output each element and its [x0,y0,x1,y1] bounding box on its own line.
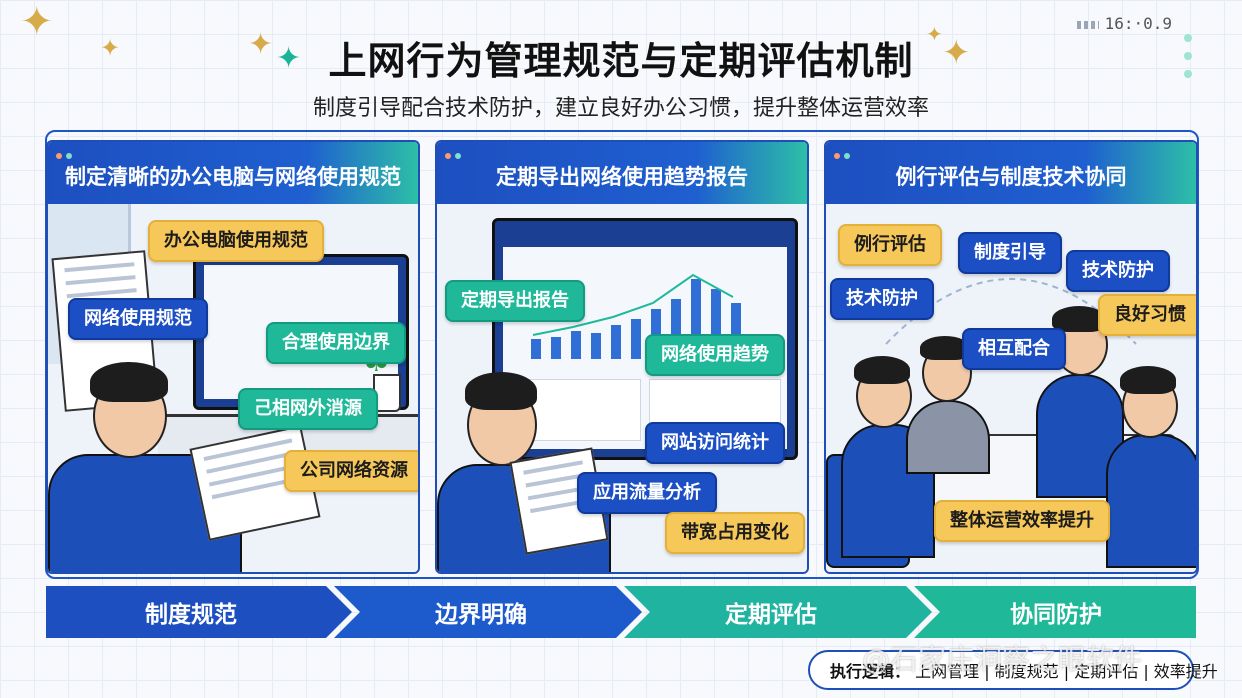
tag-cooperate: 相互配合 [962,328,1066,370]
tag-site-stats: 网站访问统计 [645,422,785,464]
panel-header: 制定清晰的办公电脑与网络使用规范 [48,142,418,204]
tag-good-habit: 良好习惯 [1098,294,1196,336]
panel-title: 定期导出网络使用趋势报告 [496,165,748,189]
meeting-illustration: 例行评估 制度引导 技术防护 技术防护 良好习惯 相互配合 整体运营效率提升 [826,204,1196,572]
panel-title: 制定清晰的办公电脑与网络使用规范 [65,165,401,189]
execution-logic-bar: 执行逻辑： 上网管理 | 制度规范 | 定期评估 | 效率提升 [808,650,1218,690]
sparkle-icon: ✦ [926,22,943,46]
tag-efficiency: 整体运营效率提升 [934,500,1110,542]
panel-trend-report: 定期导出网络使用趋势报告 [435,140,809,574]
step-policy: 制度规范 [145,602,237,628]
step-protect: 协同防护 [1010,602,1102,628]
footer-text: 上网管理 | 制度规范 | 定期评估 | 效率提升 [915,662,1218,681]
sparkle-icon: ✦ [100,34,121,62]
step-assess: 定期评估 [725,602,817,628]
panel-usage-policy: 制定清晰的办公电脑与网络使用规范 ♣ 办公电脑使用规范 网络使用规范 合理使用边… [46,140,420,574]
sparkle-icon: ✦ [248,27,274,62]
tag-policy-guide: 制度引导 [958,232,1062,274]
sparkle-icon: ✦ [276,41,302,76]
tag-network-policy: 网络使用规范 [68,298,208,340]
sparkle-icon: ✦ [942,33,971,73]
page-title: 上网行为管理规范与定期评估机制 [328,39,914,83]
tag-pc-policy: 办公电脑使用规范 [148,220,324,262]
footer-label: 执行逻辑： [830,662,911,681]
tag-usage-boundary: 合理使用边界 [266,322,406,364]
dots-decoration [1184,34,1194,88]
page-subtitle: 制度引导配合技术防护，建立良好办公习惯，提升整体运营效率 [312,96,929,121]
tag-routine-assess: 例行评估 [838,224,942,266]
clock: 16:·0.9 [1076,14,1172,33]
tag-tech-protect-2: 技术防护 [830,278,934,320]
tag-tech-protect: 技术防护 [1066,250,1170,292]
step-boundary: 边界明确 [435,602,527,628]
tag-bandwidth: 带宽占用变化 [665,512,805,554]
tag-blurred: 己相网外消源 [238,388,378,430]
tag-export-report: 定期导出报告 [445,280,585,322]
step-arrows [46,586,1196,638]
panel-header: 例行评估与制度技术协同 [826,142,1196,204]
office-illustration: ♣ 办公电脑使用规范 网络使用规范 合理使用边界 己相网外消源 公司网络资源 [48,204,418,572]
sparkle-icon: ✦ [20,0,54,45]
tag-usage-trend: 网络使用趋势 [645,334,785,376]
panel-title: 例行评估与制度技术协同 [895,165,1127,189]
report-illustration: 定期导出报告 网络使用趋势 网站访问统计 应用流量分析 带宽占用变化 [437,204,807,572]
panel-assessment: 例行评估与制度技术协同 例行评估 制度引导 技术防护 [824,140,1198,574]
tag-app-traffic: 应用流量分析 [577,472,717,514]
signal-icon [1076,20,1099,29]
watermark: @石家庄洞察之眼软件 [862,643,1143,676]
panel-header: 定期导出网络使用趋势报告 [437,142,807,204]
clock-text: 16:·0.9 [1104,14,1172,33]
tag-company-resource: 公司网络资源 [284,450,418,492]
